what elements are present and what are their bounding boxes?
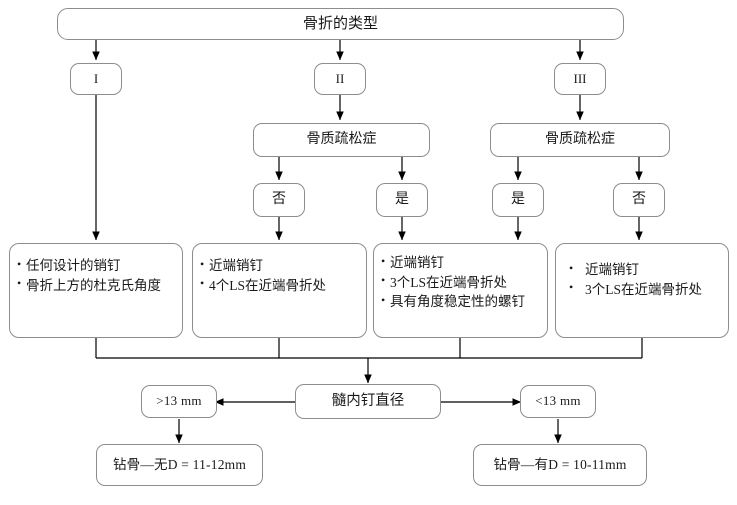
result-node-no-reaming-label: 钻骨—无D = 11-12mm <box>112 456 247 472</box>
treatment-box-2-item-0: 近端销钉 <box>200 256 359 276</box>
decision-node-yes-2[interactable]: 是 <box>492 183 544 217</box>
diameter-branch-greater-13mm-label: >13 mm <box>156 393 202 409</box>
treatment-box-3-list: 近端销钉 3个LS在近端骨折处 具有角度稳定性的螺钉 <box>381 253 540 312</box>
osteoporosis-node-1-label: 骨质疏松症 <box>306 132 377 148</box>
type-node-i-label: I <box>93 70 99 86</box>
diameter-branch-less-13mm[interactable]: <13 mm <box>520 385 596 418</box>
treatment-box-3-item-2: 具有角度稳定性的螺钉 <box>381 292 540 312</box>
treatment-box-1-item-1: 骨折上方的杜克氏角度 <box>17 275 175 296</box>
nail-diameter-label: 髓内钉直径 <box>331 393 405 410</box>
decision-node-no-2-label: 否 <box>632 192 646 208</box>
treatment-box-1[interactable]: 任何设计的销钉 骨折上方的杜克氏角度 <box>9 243 183 338</box>
treatment-box-4-item-0: 近端销钉 <box>568 260 721 280</box>
treatment-box-2[interactable]: 近端销钉 4个LS在近端骨折处 <box>192 243 367 338</box>
treatment-box-2-item-1: 4个LS在近端骨折处 <box>200 275 359 296</box>
treatment-box-4-list: 近端销钉 3个LS在近端骨折处 <box>568 260 721 299</box>
result-node-no-reaming[interactable]: 钻骨—无D = 11-12mm <box>96 444 263 486</box>
decision-node-yes-1[interactable]: 是 <box>376 183 428 217</box>
osteoporosis-node-2[interactable]: 骨质疏松症 <box>490 123 670 157</box>
diameter-branch-less-13mm-label: <13 mm <box>535 393 581 409</box>
decision-node-no-2[interactable]: 否 <box>613 183 665 217</box>
result-node-with-reaming-label: 钻骨—有D = 10-11mm <box>493 456 627 472</box>
result-node-with-reaming[interactable]: 钻骨—有D = 10-11mm <box>473 444 647 486</box>
root-node-fracture-type[interactable]: 骨折的类型 <box>57 8 624 40</box>
osteoporosis-node-2-label: 骨质疏松症 <box>545 132 615 148</box>
treatment-box-3-item-1: 3个LS在近端骨折处 <box>381 272 540 293</box>
type-node-ii-label: II <box>335 70 345 86</box>
treatment-box-3[interactable]: 近端销钉 3个LS在近端骨折处 具有角度稳定性的螺钉 <box>373 243 548 338</box>
treatment-box-4-item-1: 3个LS在近端骨折处 <box>568 279 721 300</box>
treatment-box-1-item-0: 任何设计的销钉 <box>17 256 175 276</box>
treatment-box-3-item-0: 近端销钉 <box>381 253 540 273</box>
decision-node-yes-1-label: 是 <box>395 192 409 208</box>
diameter-branch-greater-13mm[interactable]: >13 mm <box>141 385 217 418</box>
decision-node-no-1-label: 否 <box>272 192 286 208</box>
treatment-box-2-list: 近端销钉 4个LS在近端骨折处 <box>200 256 359 295</box>
type-node-iii[interactable]: III <box>554 63 606 95</box>
type-node-i[interactable]: I <box>70 63 122 95</box>
root-node-label: 骨折的类型 <box>302 15 378 32</box>
decision-node-yes-2-label: 是 <box>511 192 525 208</box>
type-node-iii-label: III <box>573 70 587 86</box>
osteoporosis-node-1[interactable]: 骨质疏松症 <box>253 123 430 157</box>
nail-diameter-node[interactable]: 髓内钉直径 <box>295 384 441 419</box>
type-node-ii[interactable]: II <box>314 63 366 95</box>
decision-node-no-1[interactable]: 否 <box>253 183 305 217</box>
treatment-box-4[interactable]: 近端销钉 3个LS在近端骨折处 <box>555 243 729 338</box>
treatment-box-1-list: 任何设计的销钉 骨折上方的杜克氏角度 <box>17 256 175 295</box>
